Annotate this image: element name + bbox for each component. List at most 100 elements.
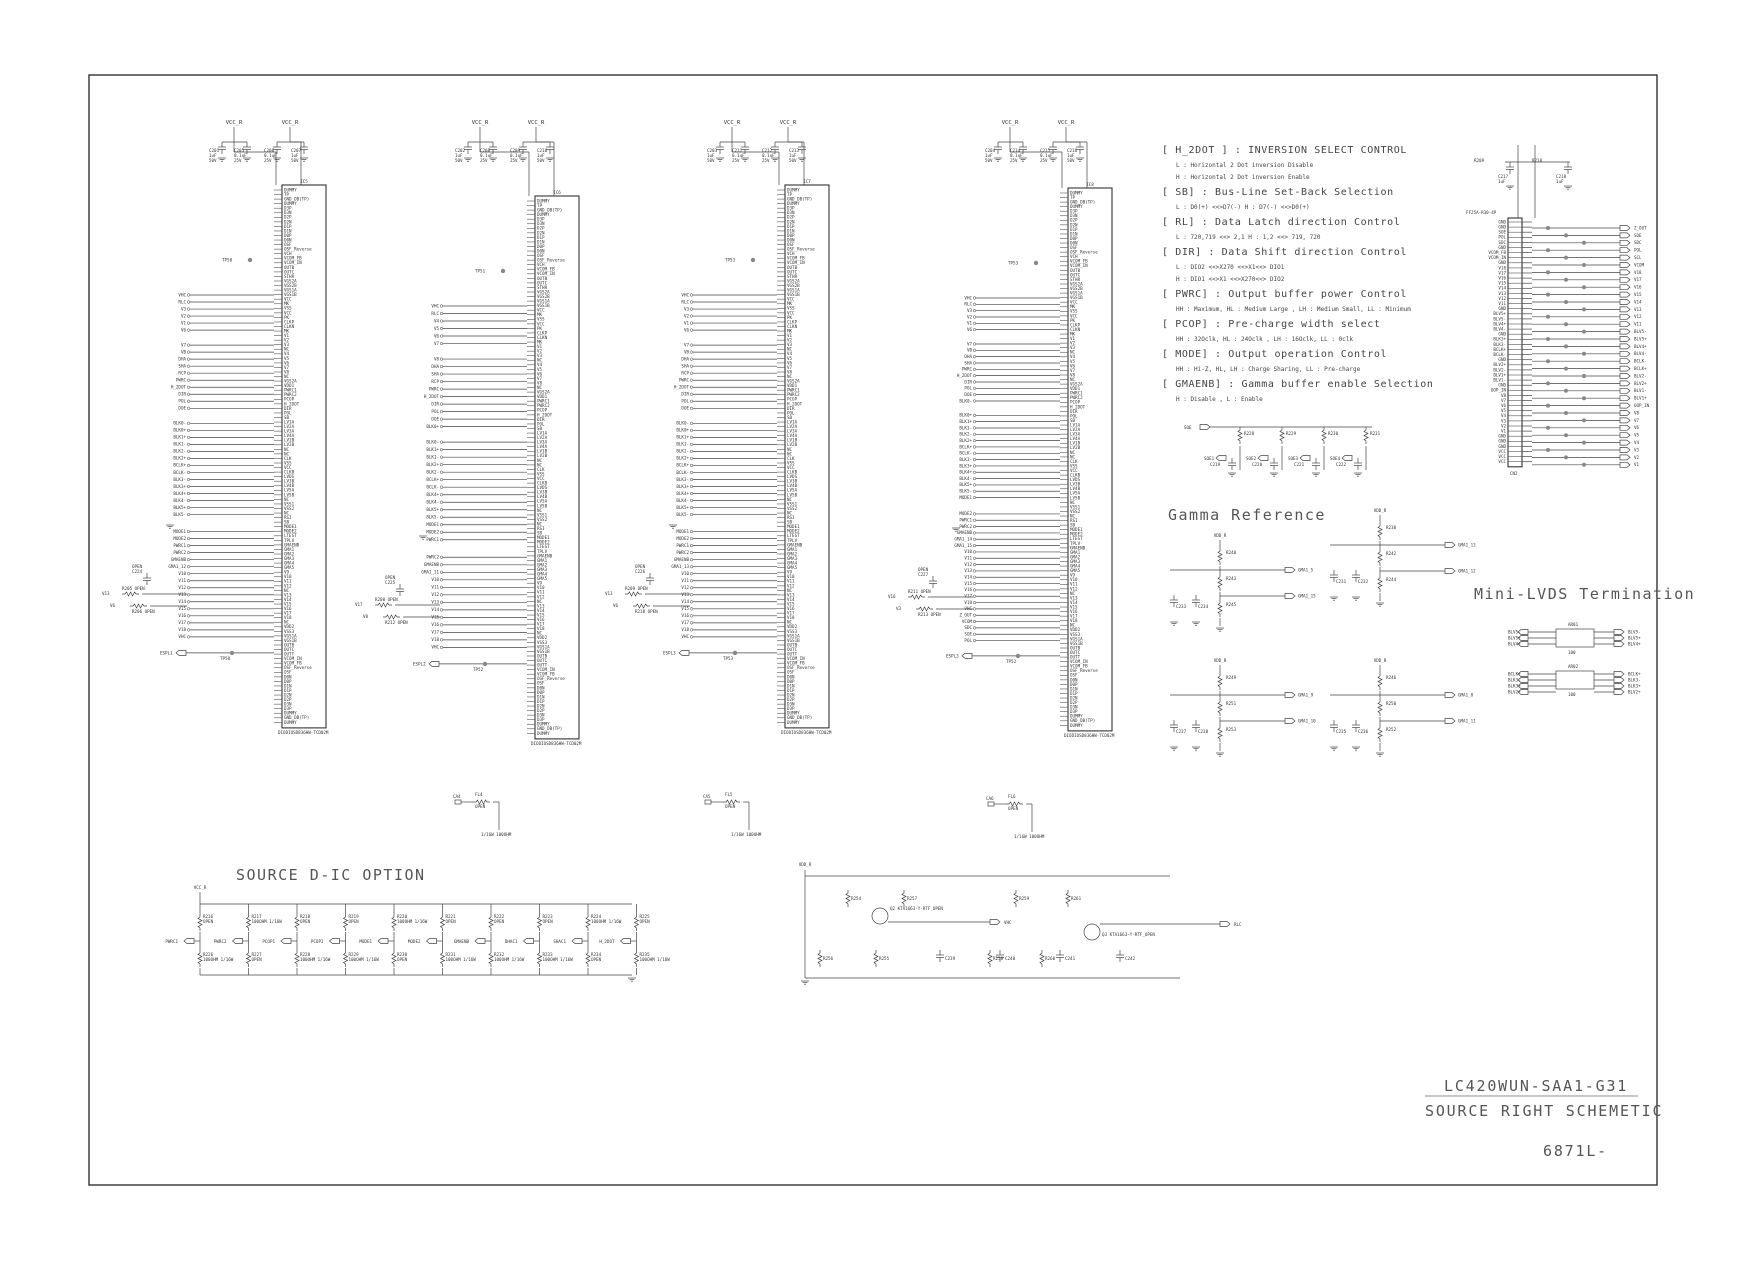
resistor-symbol (633, 603, 650, 609)
ic-pin-name: MODE1 (537, 535, 550, 540)
test-point (500, 268, 506, 274)
ic-pin-name: D2P (537, 226, 545, 231)
via (1546, 314, 1550, 319)
net-port (689, 343, 694, 347)
ic-pin-name: V9 (1070, 573, 1076, 578)
net-port (186, 442, 191, 446)
net-port (186, 505, 191, 510)
net-label: VB (181, 349, 187, 354)
net-label: PWRC (962, 367, 973, 372)
option-signal-label: MODE2 (408, 939, 421, 944)
decoupling-capacitor (716, 142, 724, 154)
option-pullup-resistor (342, 914, 349, 931)
resistor-symbol (1279, 427, 1285, 444)
net-label: BCLK- (173, 470, 186, 475)
ic-pin-name: V5 (284, 356, 290, 361)
resistor-label: R208 OPEN (375, 597, 398, 602)
connector-pin-name: GND (1498, 357, 1506, 362)
resistor-value: 100OHM 1/16W (349, 957, 380, 962)
resistor-ref: R238 (1386, 525, 1397, 530)
capacitor-ref: C216 (1067, 148, 1078, 153)
connector-pin-name: VCC (1498, 459, 1506, 464)
capacitor-ref: C220 (1252, 462, 1263, 467)
net-label: BLK5+ (959, 482, 972, 487)
ic-pin-name: POL (787, 410, 795, 415)
connector-net-label: BLV2- (1634, 373, 1647, 378)
net-port (186, 593, 191, 597)
resistor-value: OPEN (543, 919, 554, 924)
ic-pin-name: STHR (1070, 277, 1081, 282)
ic-pin-name: CLKN (284, 324, 295, 329)
ic-pin-name: NC (537, 508, 543, 513)
ic-pin-name: OUTT (284, 652, 295, 657)
net-port (186, 621, 191, 625)
net-label: V3 (181, 306, 187, 311)
resistor-ref: R217 (252, 914, 263, 919)
resistor-symbol (625, 591, 642, 597)
net-label: RLC (964, 302, 972, 307)
ic-pin-name: D2P (284, 697, 292, 702)
ic-pin-name: CLK (284, 456, 292, 461)
termination-output-label: BLV5- (1628, 629, 1641, 634)
net-label: BLK5- (426, 515, 439, 520)
ic-pin-name: VCOM_FB (787, 661, 805, 666)
connector-pin-name: V17 (1498, 270, 1506, 275)
net-port (439, 623, 444, 627)
soe-divider-resistor (1321, 427, 1327, 444)
net-port (689, 593, 694, 597)
ic-pin-name: OUTC (537, 658, 548, 663)
connector-pin-name: GND (1498, 225, 1506, 230)
net-port (689, 357, 694, 361)
resistor-symbol (1363, 427, 1369, 444)
resistor-value: 100OHM 1/16W (300, 957, 331, 962)
option-pulldown-resistor (342, 950, 349, 967)
net-port (689, 600, 694, 604)
ic-pin-name: D2N (1070, 695, 1078, 700)
filter-value: 1/16W 100OHM (731, 832, 762, 837)
connector-pin-name: OOP_IN (1491, 388, 1507, 393)
ic-pin-name: V10 (1070, 577, 1078, 582)
note-line: H : Horizontal 2 Dot inversion Enable (1176, 174, 1310, 181)
esd-port (428, 661, 440, 667)
ic-pin-name: VCOM_IN (284, 656, 302, 661)
vcc-rail-label: VCC_R (226, 120, 243, 126)
ic-pin-name: SB (284, 520, 290, 525)
resistor-symbol (197, 950, 203, 967)
net-port (439, 448, 444, 452)
ic-pin-name: VDD1 (1070, 386, 1081, 391)
ca-label: CA6 (986, 796, 994, 801)
net-port (689, 449, 694, 453)
ic-pin-name: VGS2A (284, 379, 297, 384)
net-port (186, 614, 191, 618)
net-label: DIR (431, 401, 439, 406)
connector-net-label: SOE (1634, 233, 1642, 238)
connector-net-label: V2 (1634, 455, 1640, 460)
connector-net-port (1619, 247, 1631, 254)
connector-ref: CN2 (1510, 471, 1518, 476)
ic-pin-name: MODE2 (1070, 532, 1083, 537)
ic-pin-name: OUTB (787, 642, 798, 647)
connector-pin-name: BLK3- (1493, 342, 1506, 347)
input-net-label: V13 (102, 591, 110, 596)
ic-pin-name: D0P (284, 679, 292, 684)
net-label: PWRC2 (173, 550, 186, 555)
ic-pin-name: VSS (537, 317, 545, 322)
resistor-label: R210 OPEN (635, 609, 658, 614)
input-resistor (130, 603, 147, 609)
ic-pin-name: D0N (1070, 677, 1078, 682)
net-label: BLK1- (959, 425, 972, 430)
ic-pin-name: LV2B (1070, 445, 1081, 450)
resistor-symbol (1377, 523, 1383, 540)
net-label: BLK3+ (959, 463, 972, 468)
connector-net-port (1619, 424, 1631, 431)
ic-pin-name: V9 (787, 570, 793, 575)
resistor-ref: R229 (349, 952, 360, 957)
ic-pin-name: PK (284, 315, 290, 320)
capacitor-voltage: 50V (789, 158, 797, 163)
input-resistor (908, 594, 925, 600)
net-label: V16 (178, 613, 186, 618)
ic-pin-name: GMA2 (787, 551, 798, 556)
test-point-label: TP50 (222, 258, 233, 263)
option-pulldown-resistor (488, 950, 494, 967)
net-port (439, 515, 444, 519)
